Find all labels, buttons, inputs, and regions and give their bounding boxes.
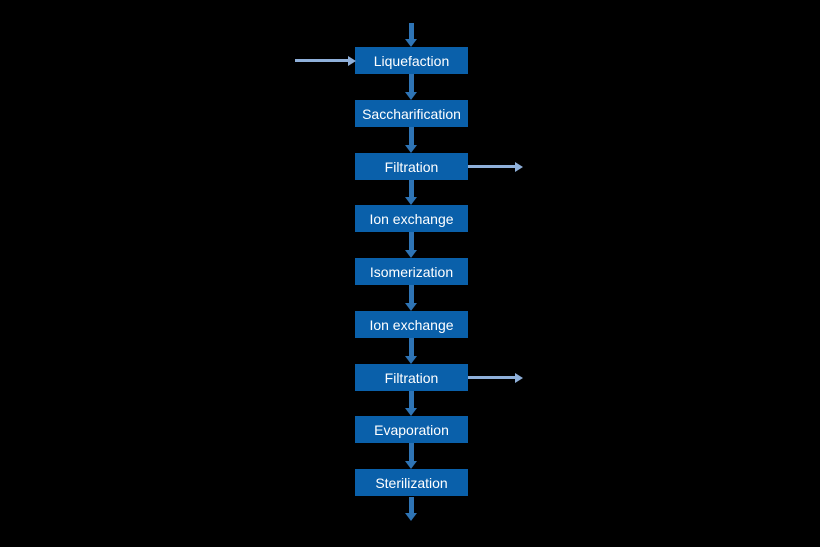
arrow-shaft xyxy=(408,23,414,39)
arrow-shaft xyxy=(408,338,414,356)
flow-step-box: Liquefaction xyxy=(355,47,468,74)
arrow-shaft xyxy=(408,443,414,461)
flow-arrow-down xyxy=(405,180,417,205)
arrow-head xyxy=(405,408,417,416)
arrow-head xyxy=(515,161,523,172)
arrow-head xyxy=(405,197,417,205)
arrow-head xyxy=(405,39,417,47)
arrow-head xyxy=(405,303,417,311)
flow-arrow-down xyxy=(405,127,417,153)
flow-step-label: Filtration xyxy=(384,369,439,386)
flow-arrow-down xyxy=(405,338,417,364)
arrow-shaft xyxy=(408,127,414,145)
flow-arrow-down xyxy=(405,391,417,416)
arrow-head xyxy=(515,372,523,383)
arrow-head xyxy=(405,513,417,521)
flow-step-label: Filtration xyxy=(384,158,439,175)
flow-step-box: Ion exchange xyxy=(355,311,468,338)
flow-step-box: Filtration xyxy=(355,153,468,180)
flow-arrow-down xyxy=(405,285,417,311)
flow-step-label: Ion exchange xyxy=(369,210,454,227)
arrow-shaft xyxy=(468,165,515,168)
flow-step-box: Isomerization xyxy=(355,258,468,285)
arrow-shaft xyxy=(408,180,414,197)
flow-step-label: Liquefaction xyxy=(373,52,450,69)
arrow-head xyxy=(405,145,417,153)
arrow-head xyxy=(348,55,356,66)
arrow-shaft xyxy=(408,391,414,408)
flow-step-box: Filtration xyxy=(355,364,468,391)
arrow-shaft xyxy=(468,376,515,379)
flow-step-label: Ion exchange xyxy=(369,316,454,333)
flow-arrow-down xyxy=(405,74,417,100)
arrow-head xyxy=(405,461,417,469)
arrow-shaft xyxy=(295,59,348,62)
flow-step-label: Saccharification xyxy=(362,105,461,122)
flow-arrow-down xyxy=(405,443,417,469)
input-arrow-top xyxy=(405,23,417,47)
flow-step-label: Isomerization xyxy=(369,263,454,280)
flow-step-box: Sterilization xyxy=(355,469,468,496)
flow-step-box: Saccharification xyxy=(355,100,468,127)
output-arrow-right xyxy=(468,161,523,172)
flow-step-label: Sterilization xyxy=(375,474,448,491)
arrow-shaft xyxy=(408,285,414,303)
flow-step-box: Evaporation xyxy=(355,416,468,443)
flow-arrow-down xyxy=(405,232,417,258)
arrow-shaft xyxy=(408,232,414,250)
output-arrow-right xyxy=(468,372,523,383)
input-arrow-left xyxy=(295,55,356,66)
output-arrow-bottom xyxy=(405,497,417,521)
arrow-head xyxy=(405,356,417,364)
flow-step-box: Ion exchange xyxy=(355,205,468,232)
arrow-head xyxy=(405,250,417,258)
arrow-head xyxy=(405,92,417,100)
arrow-shaft xyxy=(408,74,414,92)
flow-step-label: Evaporation xyxy=(374,421,449,438)
arrow-shaft xyxy=(408,497,414,513)
